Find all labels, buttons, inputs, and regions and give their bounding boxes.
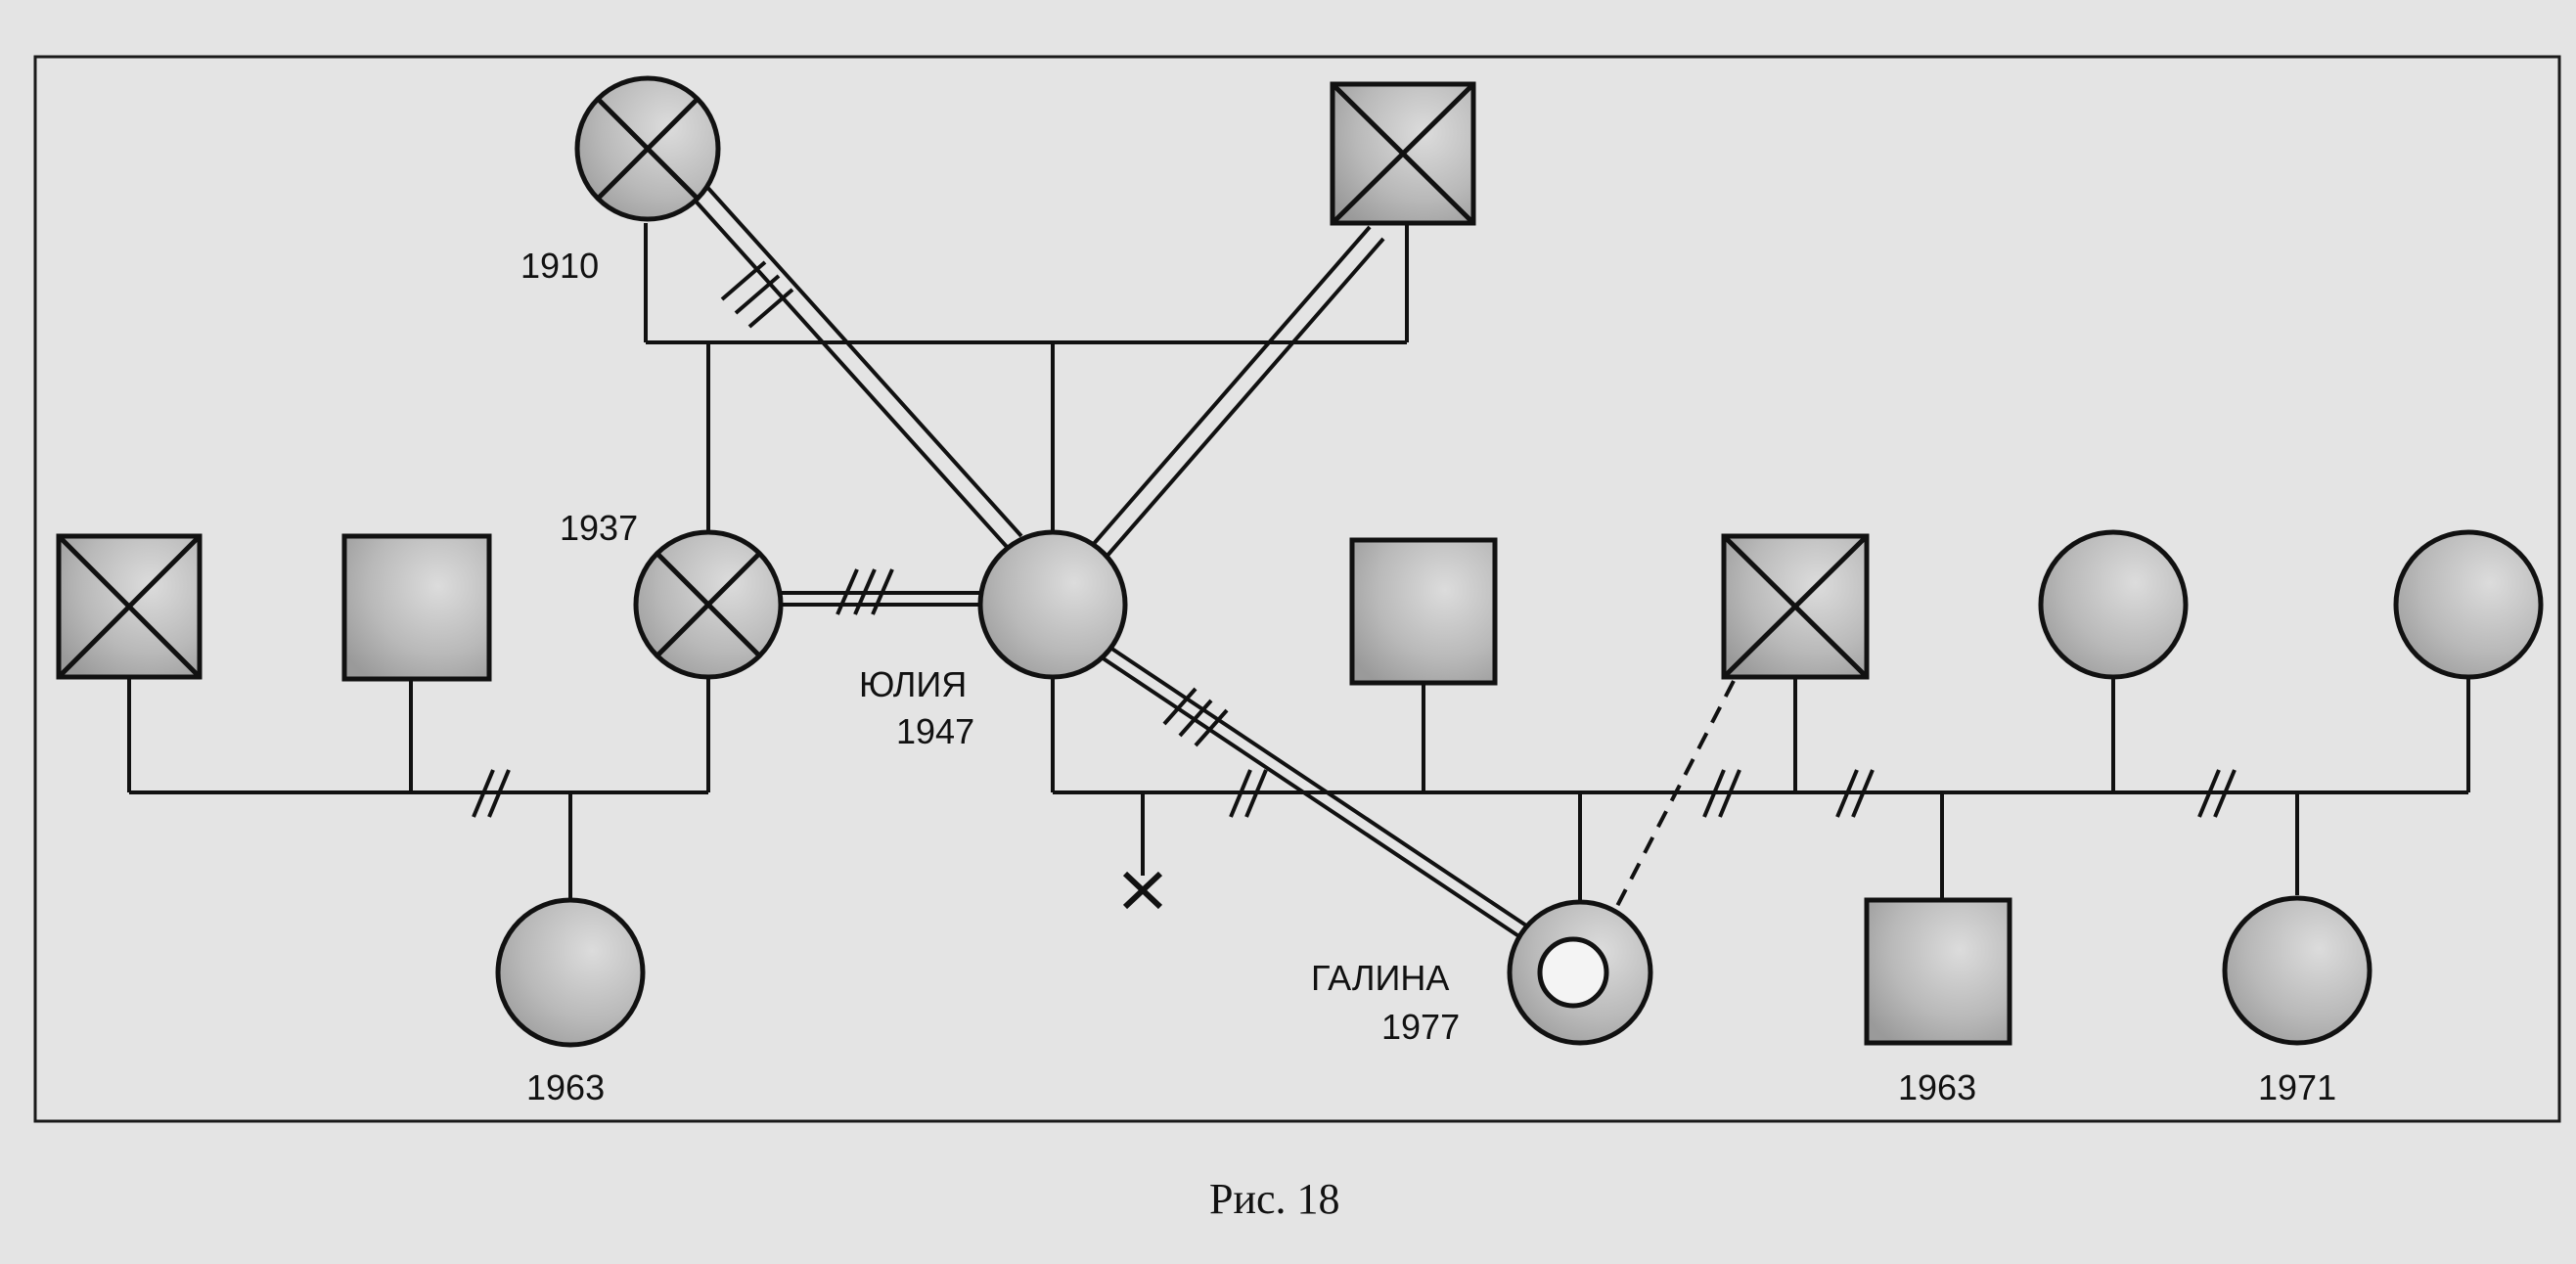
daughter-1963-circle [495, 897, 646, 1048]
conflict-marks [720, 260, 1229, 747]
deceased-male-left [56, 533, 203, 680]
deceased-male-right [1721, 533, 1870, 680]
son-1963-square [1864, 897, 2012, 1046]
figure-caption: Рис. 18 [1209, 1175, 1340, 1223]
yulia-circle [977, 529, 1128, 680]
grandmother-circle [574, 75, 721, 222]
family-lines [127, 223, 2470, 900]
yulia-year: 1947 [896, 711, 974, 751]
daughter-left-year: 1963 [526, 1067, 605, 1107]
female-circle-right-1 [2038, 529, 2189, 680]
mother-1937-circle [633, 529, 784, 680]
male-square-left [341, 533, 492, 682]
distant-relationship-line [1614, 680, 1736, 909]
grandmother-year: 1910 [520, 246, 599, 286]
grandfather-square [1330, 81, 1476, 226]
daughter-right-year: 1971 [2258, 1067, 2336, 1107]
female-circle-right-2 [2393, 529, 2544, 680]
mother-1937-year: 1937 [560, 508, 638, 548]
daughter-1971-circle [2222, 895, 2373, 1046]
diagram-frame [33, 55, 2561, 1123]
yulia-name: ЮЛИЯ [859, 664, 967, 704]
son-right-year: 1963 [1898, 1067, 1976, 1107]
miscarriage-mark [1122, 871, 1163, 910]
divorce-marks [472, 769, 2237, 818]
male-square-middle [1349, 537, 1498, 686]
galina-circle [1507, 899, 1653, 1046]
galina-name: ГАЛИНА [1311, 958, 1449, 998]
galina-year: 1977 [1381, 1007, 1460, 1047]
